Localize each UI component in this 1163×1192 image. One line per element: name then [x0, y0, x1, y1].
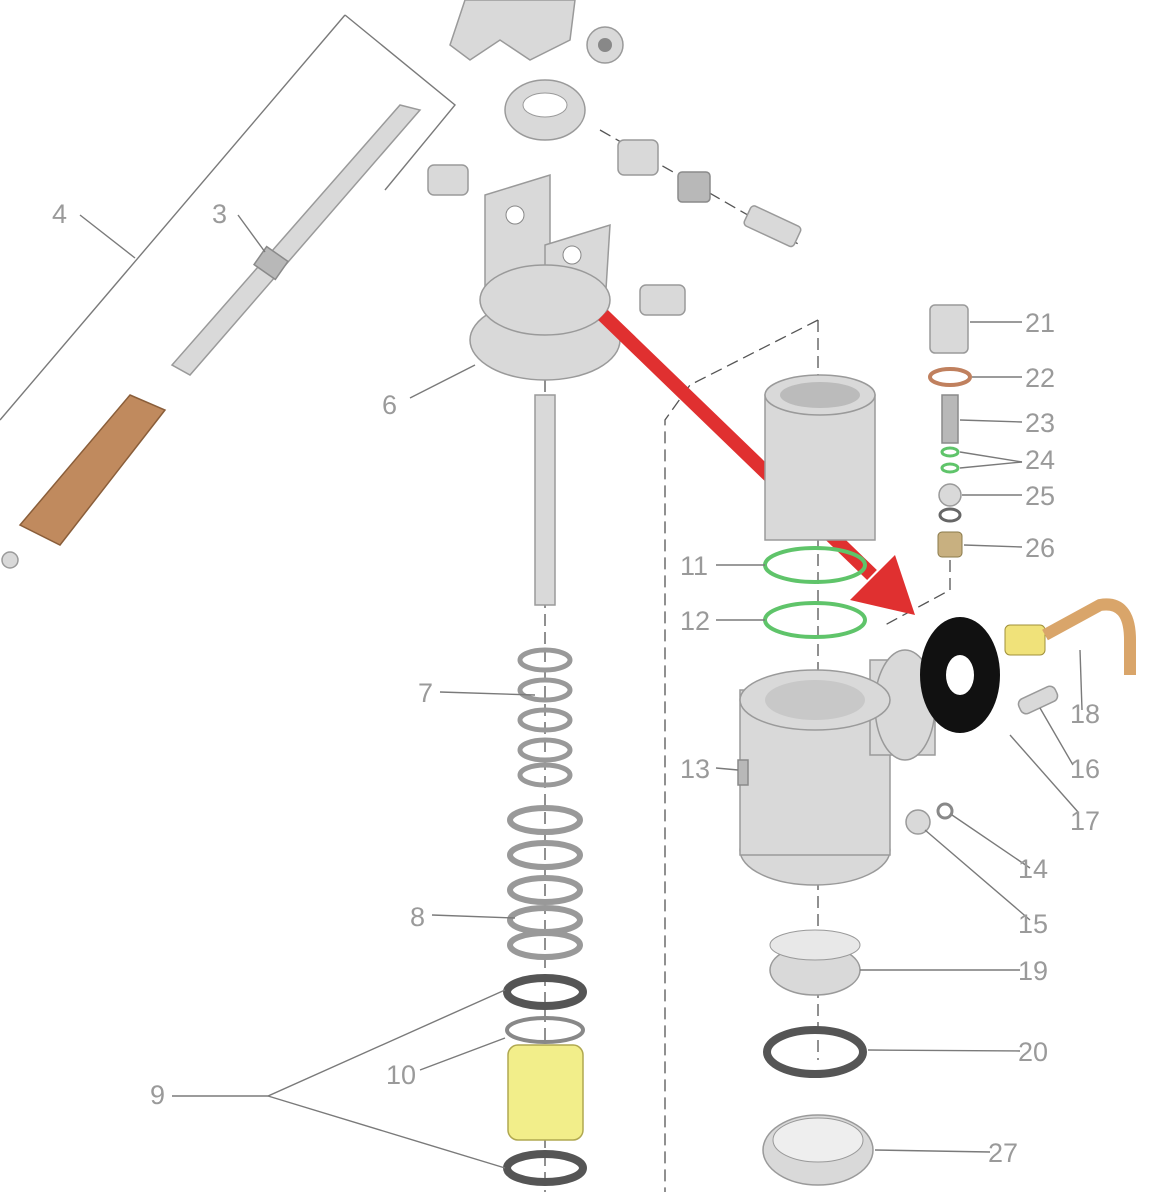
valve-cap-21	[929, 304, 969, 354]
label-14: 14	[1018, 854, 1048, 884]
label-16: 16	[1070, 754, 1100, 784]
label-11: 11	[680, 551, 708, 581]
gasket-20	[763, 1026, 867, 1078]
label-7: 7	[418, 678, 433, 708]
label-24: 24	[1025, 445, 1055, 475]
piston-ring-10	[505, 1016, 585, 1044]
label-22: 22	[1025, 363, 1055, 393]
o-ring-11	[763, 546, 867, 584]
bolt-right	[639, 284, 686, 316]
spring-seat	[938, 507, 962, 523]
bolt-left	[427, 164, 469, 196]
group-body	[739, 649, 936, 886]
pin-16	[1017, 685, 1059, 715]
washer-22	[928, 367, 972, 387]
lever-bracket-line	[344, 14, 456, 191]
label-27: 27	[988, 1138, 1018, 1168]
cam-link	[504, 79, 586, 141]
cylinder-sleeve	[764, 374, 876, 541]
label-25: 25	[1025, 481, 1055, 511]
needle-bearing	[677, 171, 711, 203]
spring-inner	[517, 647, 573, 788]
label-6: 6	[382, 390, 397, 420]
o-ring-24a	[940, 446, 960, 458]
basket-27	[762, 1114, 874, 1186]
o-ring-24b	[940, 462, 960, 474]
piston-ring-bottom	[503, 1150, 587, 1186]
washer	[1, 551, 19, 569]
washer-14	[936, 802, 954, 820]
gasket-17	[920, 617, 1000, 733]
ball-25	[938, 483, 962, 507]
label-10: 10	[386, 1060, 416, 1090]
lever-bracket-line-left	[0, 14, 346, 421]
label-18: 18	[1070, 699, 1100, 729]
shower-screen-19	[769, 929, 861, 996]
piston-housing	[469, 173, 621, 381]
leader-lines	[79, 214, 1083, 1169]
label-20: 20	[1018, 1037, 1048, 1067]
label-17: 17	[1070, 806, 1100, 836]
fitting-18	[1004, 598, 1136, 675]
wooden-handle	[18, 394, 167, 546]
label-21: 21	[1025, 308, 1055, 338]
piston-shaft	[534, 394, 556, 606]
group-boundary	[664, 319, 819, 1192]
piston-ring-top	[503, 974, 587, 1010]
label-9: 9	[150, 1080, 165, 1110]
label-8: 8	[410, 902, 425, 932]
label-15: 15	[1018, 909, 1048, 939]
cap-nut-15	[905, 809, 931, 835]
label-19: 19	[1018, 956, 1048, 986]
screw-13	[737, 759, 749, 786]
spring-outer	[507, 805, 583, 960]
label-26: 26	[1025, 533, 1055, 563]
piston-seals	[507, 1044, 584, 1141]
valve-stem-23	[941, 394, 959, 444]
label-4: 4	[52, 199, 67, 229]
valve-seat-26	[937, 531, 963, 558]
label-12: 12	[680, 606, 710, 636]
label-3: 3	[212, 199, 227, 229]
lever-yoke	[449, 0, 624, 64]
bushing	[617, 139, 659, 176]
valve-axis	[884, 560, 951, 626]
pin	[743, 205, 802, 248]
lever-rod	[170, 104, 422, 376]
label-13: 13	[680, 754, 710, 784]
label-23: 23	[1025, 408, 1055, 438]
o-ring-12	[763, 601, 867, 639]
